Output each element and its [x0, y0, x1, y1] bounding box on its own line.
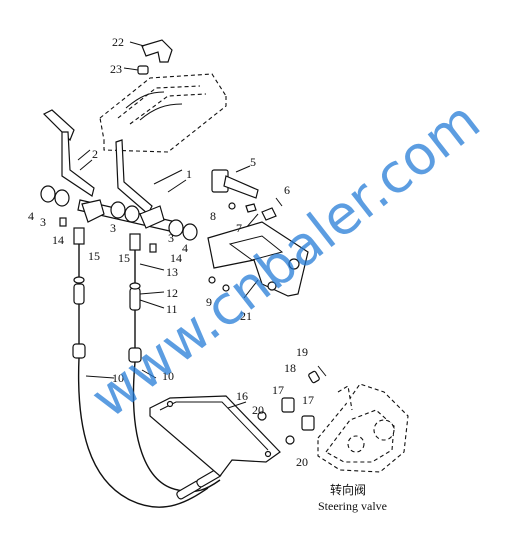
- lever-2: [42, 109, 95, 197]
- label-9: 9: [206, 295, 212, 309]
- label-22: 22: [112, 35, 124, 49]
- mount-bracket-16: [149, 395, 281, 477]
- label-8: 8: [210, 209, 216, 223]
- label-19: 19: [296, 345, 308, 359]
- label-13: 13: [166, 265, 178, 279]
- label-14a: 14: [52, 233, 64, 247]
- console-cover: [99, 73, 227, 153]
- shaft-assembly: [40, 185, 198, 241]
- label-14b: 14: [170, 251, 182, 265]
- label-3a: 3: [40, 215, 46, 229]
- label-16: 16: [236, 389, 248, 403]
- label-12: 12: [166, 286, 178, 300]
- label-17a: 17: [272, 383, 284, 397]
- bracket-plate-21: [207, 221, 309, 297]
- label-20a: 20: [252, 403, 264, 417]
- label-7: 7: [236, 221, 242, 235]
- label-17b: 17: [302, 393, 314, 407]
- label-11: 11: [166, 302, 178, 316]
- label-21: 21: [240, 309, 252, 323]
- label-1: 1: [186, 167, 192, 181]
- bracket-5: [211, 165, 259, 199]
- label-3c: 3: [168, 231, 174, 245]
- caption-chinese: 转向阀: [330, 482, 366, 497]
- label-4b: 4: [182, 241, 188, 255]
- label-2: 2: [92, 147, 98, 161]
- cable-rods: [59, 217, 157, 363]
- knob-22: [129, 39, 173, 63]
- caption-english: Steering valve: [318, 499, 387, 513]
- label-23: 23: [110, 62, 122, 76]
- label-15b: 15: [118, 251, 130, 265]
- label-6: 6: [284, 183, 290, 197]
- cables-10: [77, 357, 222, 508]
- label-4a: 4: [28, 209, 34, 223]
- valve-small-parts: [257, 365, 327, 445]
- label-10b: 10: [162, 369, 174, 383]
- leader-lines: [79, 159, 259, 409]
- label-15a: 15: [88, 249, 100, 263]
- label-18: 18: [284, 361, 296, 375]
- label-10a: 10: [112, 371, 124, 385]
- lever-1: [115, 139, 183, 215]
- steering-valve: [317, 383, 409, 473]
- label-20b: 20: [296, 455, 308, 469]
- label-5: 5: [250, 155, 256, 169]
- label-3b: 3: [110, 221, 116, 235]
- part-labels: 22 23 2 1 5 6 8 7 4 3 3 3 4 14 14 15 15 …: [28, 35, 314, 469]
- nut-23: [123, 65, 149, 75]
